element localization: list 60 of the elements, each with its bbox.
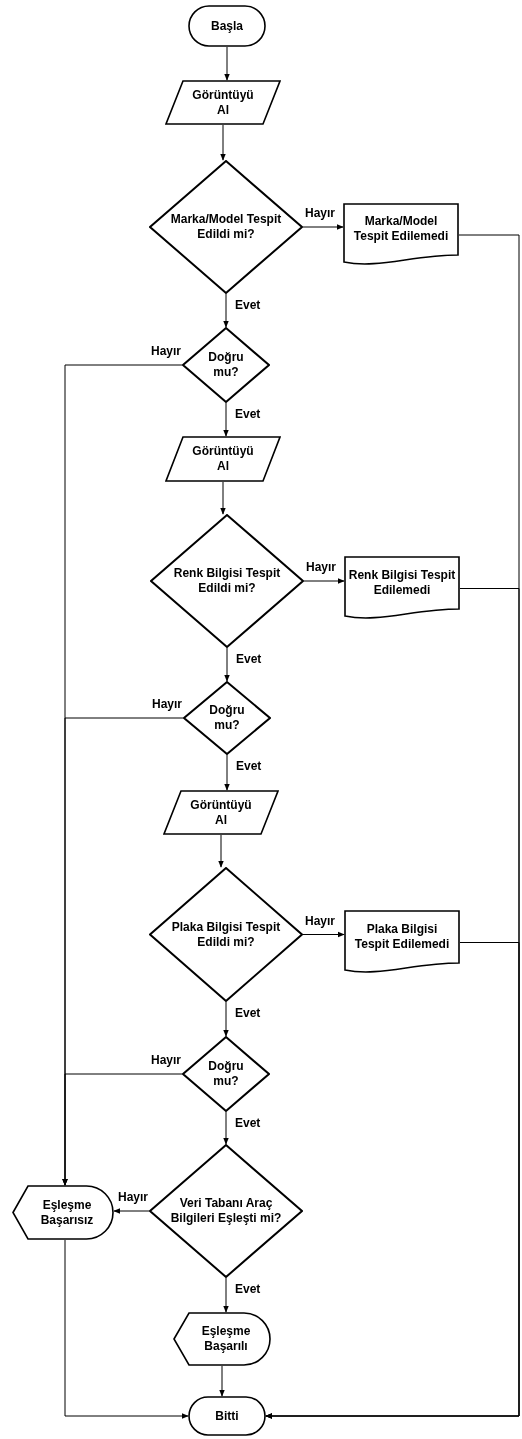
input-parallelogram <box>163 790 279 835</box>
decision-diamond <box>182 327 270 403</box>
node-text: Doğru mu? <box>207 1059 245 1089</box>
arrow <box>219 1365 225 1397</box>
arrow <box>113 1208 150 1214</box>
node-text: Renk Bilgisi Tespit Edildi mi? <box>172 566 282 596</box>
arrow <box>224 754 230 791</box>
input-parallelogram <box>165 80 281 125</box>
input-parallelogram <box>165 436 281 482</box>
decision-diamond <box>182 1036 270 1112</box>
arrow <box>223 1277 229 1313</box>
edge-label: Hayır <box>150 1053 181 1068</box>
arrow <box>218 834 224 868</box>
arrow <box>303 578 345 584</box>
display-shape <box>173 1312 271 1366</box>
node-text: Eşleşme Başarısız <box>39 1197 95 1228</box>
arrow <box>62 1073 183 1186</box>
node-text: Plaka Bilgisi Tespit Edilemedi <box>353 921 451 953</box>
terminal-shape <box>188 5 266 47</box>
arrow <box>220 481 226 515</box>
edge-label: Hayır <box>305 206 336 221</box>
document-shape <box>343 203 459 267</box>
node-text: Marka/Model Tespit Edildi mi? <box>169 212 283 242</box>
node-text: Görüntüyü Al <box>189 797 253 828</box>
document-shape <box>344 556 460 621</box>
node-text: Görüntüyü Al <box>191 444 255 474</box>
arrow <box>220 124 226 161</box>
arrow <box>64 1239 189 1419</box>
edge-label: Hayır <box>306 560 337 575</box>
node-text: Doğru mu? <box>207 350 245 380</box>
document-shape <box>344 910 460 975</box>
arrow <box>302 931 345 938</box>
terminal-shape <box>188 1396 266 1436</box>
decision-diamond <box>150 514 304 648</box>
edge-label: Hayır <box>150 344 181 359</box>
node-text: Plaka Bilgisi Tespit Edildi mi? <box>170 919 282 950</box>
edge-label: Hayır <box>305 913 336 929</box>
node-text: Eşleşme Başarılı <box>200 1324 252 1354</box>
arrow <box>224 46 230 81</box>
decision-diamond <box>149 1144 303 1278</box>
arrow <box>265 942 520 1419</box>
arrow <box>223 293 229 328</box>
node-text: Doğru mu? <box>208 703 246 733</box>
arrow <box>302 224 344 230</box>
node-text: Görüntüyü Al <box>191 87 255 118</box>
node-text: Marka/Model Tespit Edilemedi <box>352 214 450 245</box>
decision-diamond <box>149 867 303 1002</box>
edge-label: Hayır <box>151 697 182 712</box>
arrow <box>224 647 230 682</box>
node-text: Renk Bilgisi Tespit Edilemedi <box>347 567 457 599</box>
node-text: Veri Tabanı Araç Bilgileri Eşleşti mi? <box>169 1196 283 1226</box>
node-text: Bitti <box>214 1408 240 1424</box>
node-text: Başla <box>210 18 244 34</box>
arrow <box>223 1111 229 1145</box>
decision-diamond <box>183 681 271 755</box>
display-shape <box>12 1185 114 1240</box>
decision-diamond <box>149 160 303 294</box>
arrow <box>223 1001 229 1037</box>
edge-label: Hayır <box>117 1190 148 1205</box>
arrow <box>223 402 229 437</box>
